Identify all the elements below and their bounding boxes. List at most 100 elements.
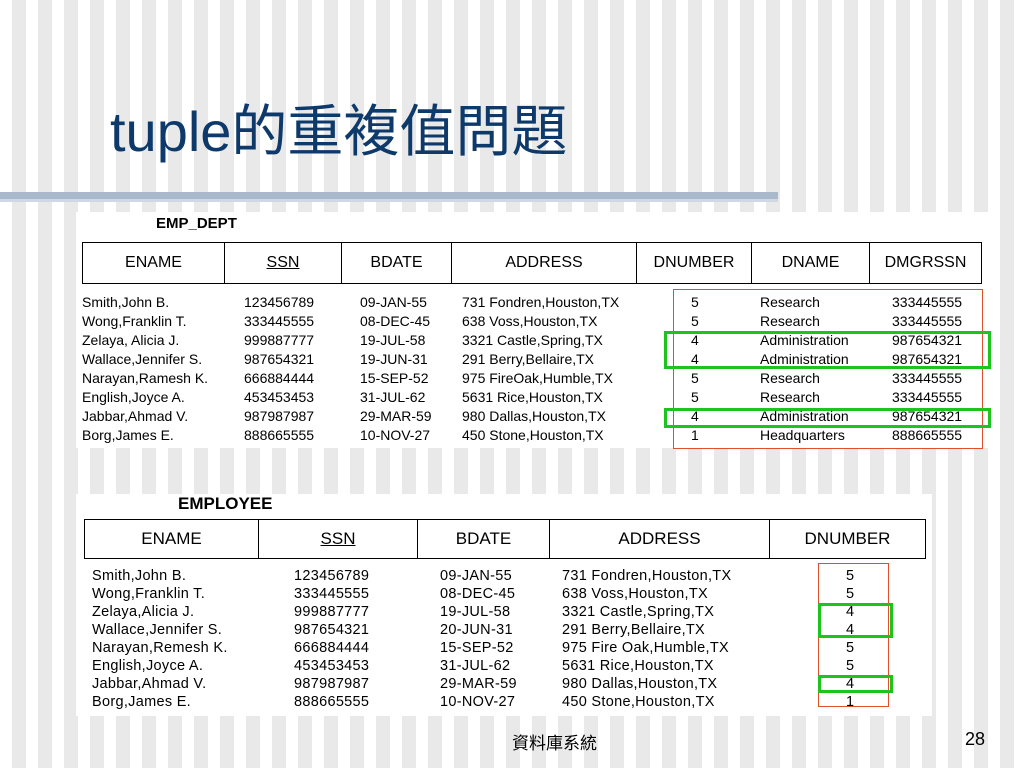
emp-dept-cell-dnumber: 4	[691, 408, 699, 424]
emp-dept-col-ename: ENAME	[82, 242, 225, 284]
employee-col-bdate: BDATE	[417, 519, 550, 559]
employee-cell-ssn: 987987987	[294, 676, 370, 692]
employee-cell-ename: Wong,Franklin T.	[92, 586, 206, 602]
emp-dept-cell-dmgrssn: 987654321	[892, 332, 963, 348]
emp-dept-cell-dname: Administration	[760, 351, 849, 367]
employee-cell-dnumber: 5	[846, 658, 855, 674]
employee-cell-ssn: 987654321	[294, 622, 370, 638]
emp-dept-cell-bdate: 29-MAR-59	[360, 408, 432, 424]
emp-dept-cell-address: 975 FireOak,Humble,TX	[462, 370, 613, 386]
employee-cell-ssn: 333445555	[294, 586, 370, 602]
employee-cell-bdate: 10-NOV-27	[440, 694, 516, 710]
employee-cell-address: 731 Fondren,Houston,TX	[562, 568, 732, 584]
emp-dept-cell-ename: Wong,Franklin T.	[82, 313, 187, 329]
emp-dept-col-dmgrssn: DMGRSSN	[869, 242, 982, 284]
emp-dept-cell-ssn: 999887777	[244, 332, 315, 348]
emp-dept-cell-bdate: 15-SEP-52	[360, 370, 429, 386]
employee-cell-bdate: 29-MAR-59	[440, 676, 517, 692]
employee-col-address: ADDRESS	[549, 519, 770, 559]
emp-dept-duplicate-green-box-2	[664, 408, 991, 428]
emp-dept-cell-ssn: 453453453	[244, 389, 315, 405]
emp-dept-dependency-red-box	[673, 289, 983, 449]
emp-dept-cell-bdate: 10-NOV-27	[360, 427, 431, 443]
employee-cell-ssn: 123456789	[294, 568, 370, 584]
employee-cell-ssn: 453453453	[294, 658, 370, 674]
emp-dept-cell-ename: Smith,John B.	[82, 294, 170, 310]
emp-dept-cell-dname: Research	[760, 370, 820, 386]
employee-cell-dnumber: 4	[846, 676, 855, 692]
employee-cell-address: 638 Voss,Houston,TX	[562, 586, 708, 602]
emp-dept-cell-ename: Wallace,Jennifer S.	[82, 351, 203, 367]
emp-dept-cell-dmgrssn: 333445555	[892, 294, 963, 310]
emp-dept-cell-address: 450 Stone,Houston,TX	[462, 427, 604, 443]
emp-dept-cell-dname: Headquarters	[760, 427, 845, 443]
emp-dept-table-figure: EMP_DEPT ENAME SSN BDATE ADDRESS DNUMBER…	[76, 212, 991, 449]
employee-cell-ename: Wallace,Jennifer S.	[92, 622, 223, 638]
emp-dept-cell-dnumber: 5	[691, 370, 699, 386]
emp-dept-cell-address: 731 Fondren,Houston,TX	[462, 294, 620, 310]
emp-dept-cell-dmgrssn: 987654321	[892, 408, 963, 424]
emp-dept-cell-dmgrssn: 987654321	[892, 351, 963, 367]
emp-dept-cell-bdate: 19-JUN-31	[360, 351, 428, 367]
employee-cell-dnumber: 4	[846, 622, 855, 638]
emp-dept-cell-ename: English,Joyce A.	[82, 389, 185, 405]
slide-title: tuple的重複值問題	[110, 100, 568, 163]
employee-cell-ename: Borg,James E.	[92, 694, 191, 710]
emp-dept-cell-dname: Research	[760, 389, 820, 405]
employee-cell-dnumber: 5	[846, 568, 855, 584]
employee-header: ENAME SSN BDATE ADDRESS DNUMBER	[84, 519, 926, 559]
employee-table-name: EMPLOYEE	[178, 494, 273, 513]
employee-cell-bdate: 15-SEP-52	[440, 640, 514, 656]
emp-dept-cell-ename: Zelaya, Alicia J.	[82, 332, 180, 348]
page-number: 28	[965, 729, 986, 749]
employee-cell-address: 450 Stone,Houston,TX	[562, 694, 715, 710]
slide-footer: 資料庫系統	[512, 734, 597, 754]
employee-cell-address: 975 Fire Oak,Humble,TX	[562, 640, 729, 656]
emp-dept-cell-address: 5631 Rice,Houston,TX	[462, 389, 603, 405]
emp-dept-cell-ssn: 333445555	[244, 313, 315, 329]
emp-dept-duplicate-green-box-1	[664, 331, 991, 369]
emp-dept-cell-bdate: 19-JUL-58	[360, 332, 426, 348]
employee-cell-dnumber: 5	[846, 640, 855, 656]
employee-cell-dnumber: 4	[846, 604, 855, 620]
emp-dept-cell-address: 291 Berry,Bellaire,TX	[462, 351, 595, 367]
emp-dept-col-dname: DNAME	[751, 242, 870, 284]
emp-dept-cell-dnumber: 4	[691, 351, 699, 367]
emp-dept-cell-dnumber: 5	[691, 389, 699, 405]
emp-dept-cell-dnumber: 5	[691, 313, 699, 329]
emp-dept-header: ENAME SSN BDATE ADDRESS DNUMBER DNAME DM…	[82, 242, 982, 284]
emp-dept-cell-bdate: 08-DEC-45	[360, 313, 431, 329]
employee-cell-ename: Jabbar,Ahmad V.	[92, 676, 207, 692]
employee-cell-dnumber: 5	[846, 586, 855, 602]
emp-dept-col-dnumber: DNUMBER	[636, 242, 752, 284]
employee-duplicate-green-box-2	[818, 675, 893, 693]
emp-dept-cell-dmgrssn: 888665555	[892, 427, 963, 443]
emp-dept-cell-bdate: 09-JAN-55	[360, 294, 427, 310]
emp-dept-cell-dname: Administration	[760, 408, 849, 424]
employee-col-dnumber: DNUMBER	[769, 519, 926, 559]
emp-dept-cell-dname: Research	[760, 313, 820, 329]
emp-dept-col-bdate: BDATE	[341, 242, 452, 284]
employee-col-ssn: SSN	[258, 519, 418, 559]
emp-dept-cell-dnumber: 5	[691, 294, 699, 310]
emp-dept-cell-ename: Narayan,Ramesh K.	[82, 370, 209, 386]
emp-dept-col-address: ADDRESS	[451, 242, 637, 284]
employee-table-figure: EMPLOYEE ENAME SSN BDATE ADDRESS DNUMBER…	[76, 494, 932, 716]
emp-dept-cell-dname: Research	[760, 294, 820, 310]
emp-dept-cell-dnumber: 1	[691, 427, 699, 443]
emp-dept-cell-ssn: 666884444	[244, 370, 315, 386]
emp-dept-cell-dmgrssn: 333445555	[892, 370, 963, 386]
emp-dept-cell-dmgrssn: 333445555	[892, 313, 963, 329]
emp-dept-cell-bdate: 31-JUL-62	[360, 389, 426, 405]
emp-dept-cell-ename: Borg,James E.	[82, 427, 174, 443]
emp-dept-cell-ssn: 987987987	[244, 408, 315, 424]
emp-dept-cell-ssn: 123456789	[244, 294, 315, 310]
employee-cell-bdate: 31-JUL-62	[440, 658, 511, 674]
title-underline-bar-light	[0, 199, 778, 202]
emp-dept-cell-address: 980 Dallas,Houston,TX	[462, 408, 606, 424]
employee-cell-address: 291 Berry,Bellaire,TX	[562, 622, 706, 638]
employee-cell-address: 3321 Castle,Spring,TX	[562, 604, 715, 620]
employee-cell-ename: Smith,John B.	[92, 568, 187, 584]
employee-cell-dnumber: 1	[846, 694, 855, 710]
emp-dept-cell-dname: Administration	[760, 332, 849, 348]
